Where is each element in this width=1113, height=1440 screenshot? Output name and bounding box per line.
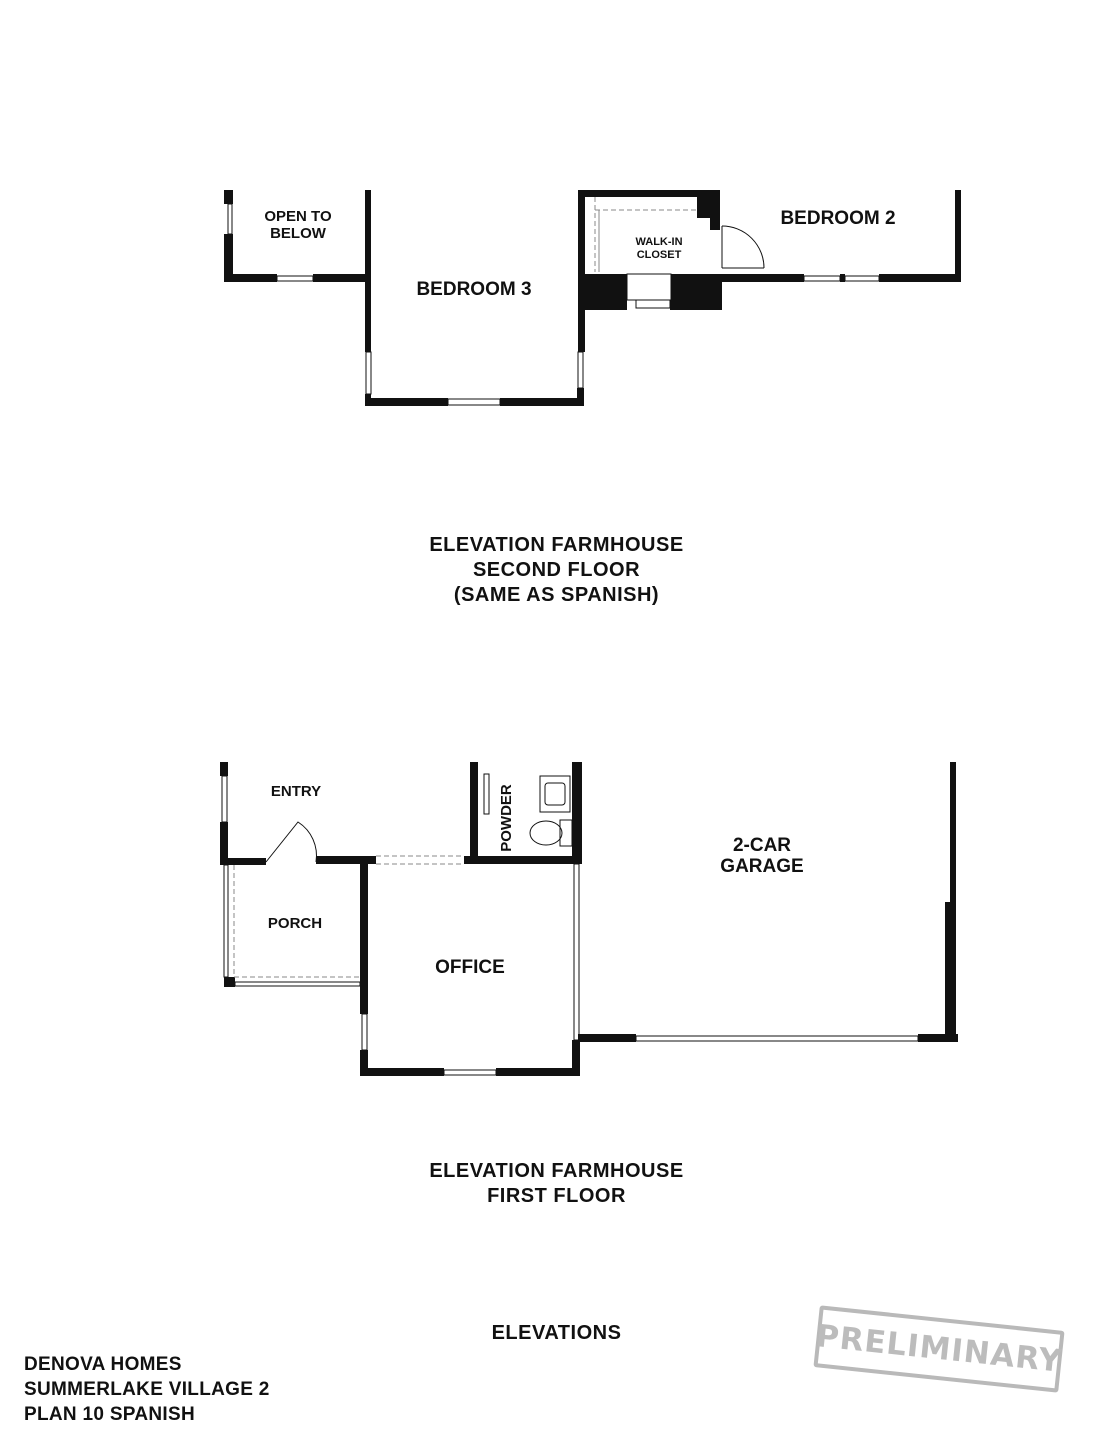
second-floor-plan: OPEN TO BELOW BEDROOM 3 BEDROOM 2 WALK-I… (224, 190, 961, 406)
first-floor-plan: ENTRY POWDER 2-CAR GARAGE PORCH OFFICE (220, 762, 958, 1076)
bedroom-2-walls (720, 190, 961, 282)
open-to-below-walls (224, 190, 370, 282)
company-info: DENOVA HOMES SUMMERLAKE VILLAGE 2 PLAN 1… (24, 1352, 270, 1427)
open-to-below-label-line2: BELOW (270, 225, 327, 242)
garage-label-line2: GARAGE (720, 856, 803, 877)
first-floor-caption-line1: ELEVATION FARMHOUSE (429, 1160, 684, 1182)
office-label: OFFICE (435, 957, 505, 978)
walk-in-closet (578, 190, 765, 310)
first-floor-caption-line2: FIRST FLOOR (487, 1185, 626, 1207)
bedroom-3-walls (365, 190, 585, 406)
preliminary-stamp-text: PRELIMINARY (814, 1318, 1064, 1380)
sheet-title-text: ELEVATIONS (491, 1322, 622, 1344)
powder-label: POWDER (498, 784, 515, 852)
entry-label: ENTRY (271, 783, 321, 800)
second-floor-caption-line1: ELEVATION FARMHOUSE (429, 534, 684, 556)
powder-room (376, 762, 580, 865)
bedroom-2-label: BEDROOM 2 (780, 208, 895, 229)
bedroom-3-label: BEDROOM 3 (416, 279, 531, 300)
first-floor-caption: ELEVATION FARMHOUSE FIRST FLOOR (0, 1159, 1113, 1209)
sheet-title: ELEVATIONS (0, 1321, 1113, 1346)
closet-label-line2: CLOSET (637, 249, 682, 261)
company-name: DENOVA HOMES (24, 1354, 182, 1375)
second-floor-caption-line3: (SAME AS SPANISH) (453, 584, 660, 606)
plan-name: PLAN 10 SPANISH (24, 1404, 195, 1425)
second-floor-caption: ELEVATION FARMHOUSE SECOND FLOOR (SAME A… (0, 533, 1113, 608)
community-name: SUMMERLAKE VILLAGE 2 (24, 1379, 270, 1400)
closet-label-line1: WALK-IN (635, 236, 682, 248)
open-to-below-label-line1: OPEN TO (264, 208, 332, 225)
entry-walls (220, 762, 578, 987)
garage-label-line1: 2-CAR (733, 835, 791, 856)
porch-label: PORCH (268, 915, 322, 932)
second-floor-caption-line2: SECOND FLOOR (472, 559, 641, 581)
office-walls (360, 863, 580, 1076)
garage-walls (578, 762, 958, 1042)
